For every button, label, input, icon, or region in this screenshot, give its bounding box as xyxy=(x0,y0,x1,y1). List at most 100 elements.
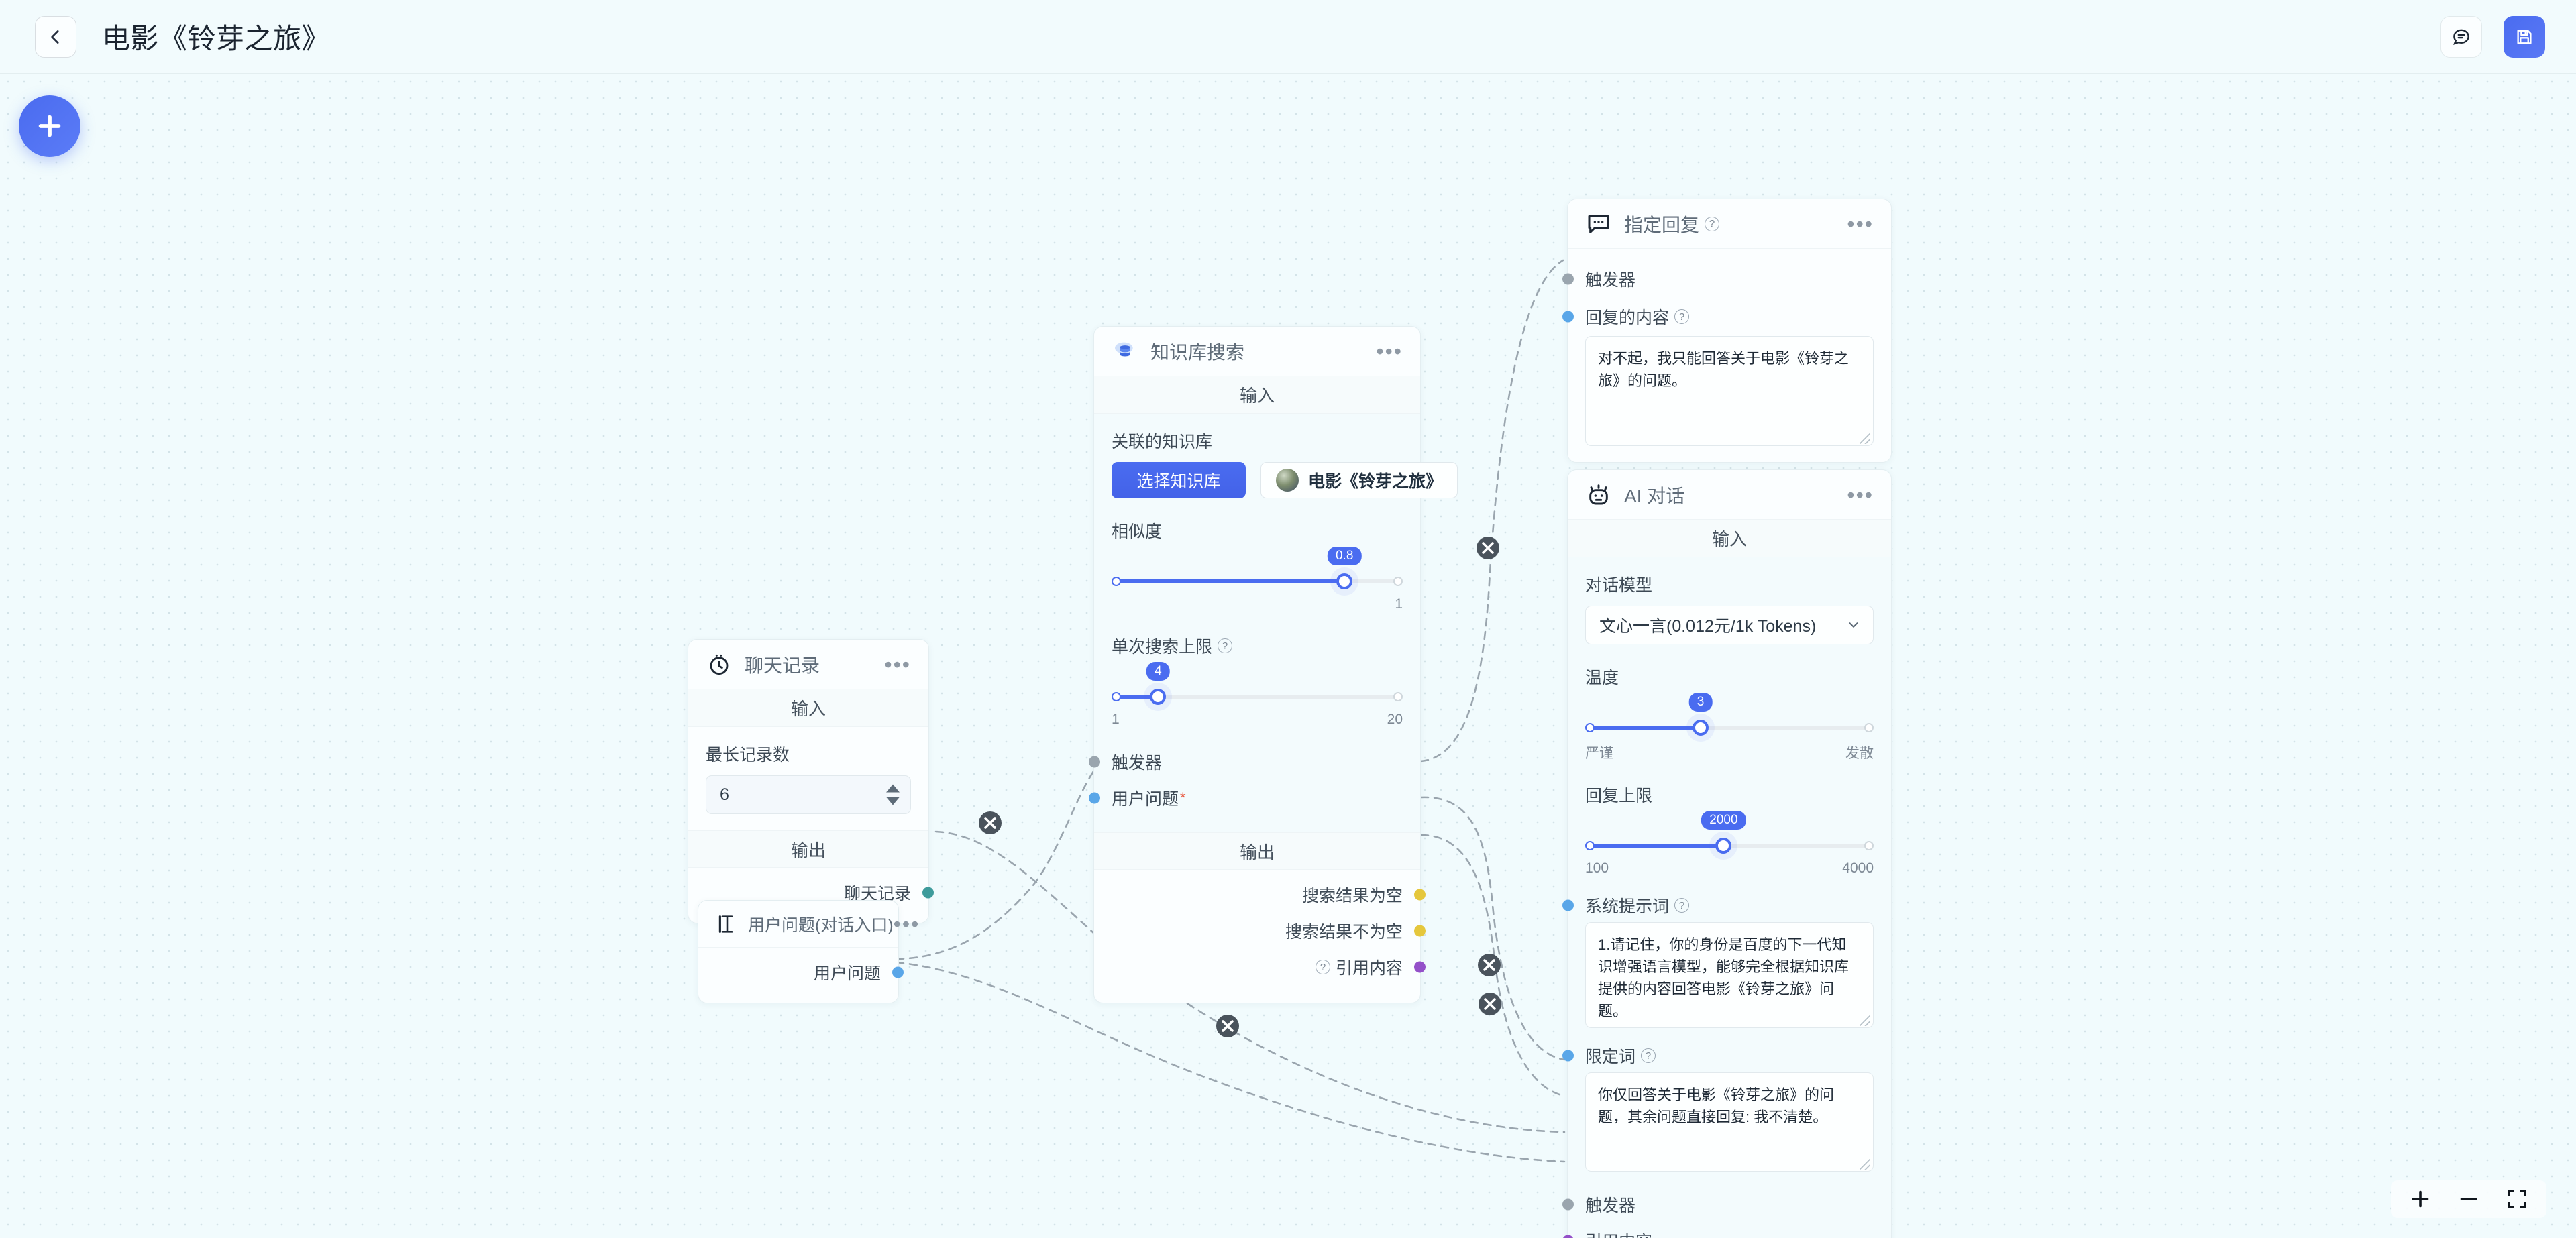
node-header[interactable]: 指定回复 ? ••• xyxy=(1568,199,1891,249)
comment-button[interactable] xyxy=(2440,15,2482,58)
port-ai-qualifier-in[interactable]: 限定词 ? xyxy=(1562,1039,1874,1072)
add-node-button[interactable] xyxy=(19,95,80,157)
node-menu-button[interactable]: ••• xyxy=(1376,339,1403,363)
node-title: 指定回复 xyxy=(1624,214,1700,235)
knowledge-base-chip[interactable]: 电影《铃芽之旅》 xyxy=(1260,462,1458,498)
port-label: 搜索结果不为空 xyxy=(1285,923,1403,942)
slider-knob[interactable] xyxy=(1693,720,1709,736)
slider-knob[interactable] xyxy=(1150,689,1167,705)
limit-label: 单次搜索上限 ? xyxy=(1112,634,1403,658)
port-handle[interactable] xyxy=(892,966,904,978)
port-kb-empty-out[interactable]: 搜索结果为空 xyxy=(1112,877,1426,913)
node-menu-button[interactable]: ••• xyxy=(884,652,911,677)
resize-grip-icon[interactable] xyxy=(1860,433,1870,444)
edge-delete-button[interactable] xyxy=(1478,954,1501,976)
help-icon[interactable]: ? xyxy=(1674,309,1690,324)
select-knowledge-base-button[interactable]: 选择知识库 xyxy=(1112,462,1246,498)
port-kb-user-question-in[interactable]: 用户问题* xyxy=(1089,780,1403,816)
node-menu-button[interactable]: ••• xyxy=(1847,211,1874,236)
edge-delete-button[interactable] xyxy=(1479,993,1501,1015)
port-handle[interactable] xyxy=(1562,1050,1574,1062)
stepper-up-icon[interactable] xyxy=(886,784,900,793)
chevron-down-icon[interactable] xyxy=(1846,618,1861,632)
edge-delete-button[interactable] xyxy=(1216,1015,1239,1037)
header-actions xyxy=(2440,15,2545,58)
port-fixedreply-content-in[interactable]: 回复的内容 ? xyxy=(1562,297,1874,336)
qualifier-label: 限定词 xyxy=(1585,1048,1636,1066)
fit-to-screen-button[interactable] xyxy=(2505,1187,2529,1211)
port-handle[interactable] xyxy=(1414,889,1426,901)
clock-history-icon xyxy=(706,651,733,678)
system-prompt-textarea[interactable]: 1.请记住，你的身份是百度的下一代知识增强语言模型，能够完全根据知识库提供的内容… xyxy=(1585,922,1874,1028)
stepper-down-icon[interactable] xyxy=(886,797,900,805)
node-chat-history[interactable]: 聊天记录 ••• 输入 最长记录数 6 输出 聊天记录 xyxy=(688,639,934,923)
port-handle[interactable] xyxy=(1089,792,1100,804)
help-icon[interactable]: ? xyxy=(1218,638,1233,653)
port-handle[interactable] xyxy=(1562,1198,1574,1211)
max-records-stepper[interactable]: 6 xyxy=(706,775,911,814)
help-icon[interactable]: ? xyxy=(1674,898,1690,913)
node-user-question[interactable]: 用户问题(对话入口) ••• 用户问题 xyxy=(698,900,918,1003)
reply-content-textarea[interactable]: 对不起，我只能回答关于电影《铃芽之旅》的问题。 xyxy=(1585,336,1874,446)
resize-grip-icon[interactable] xyxy=(1860,1015,1870,1026)
node-ai-chat[interactable]: AI 对话 ••• 输入 对话模型 文心一言(0.012元/1k Tokens)… xyxy=(1562,469,1892,1238)
port-kb-notempty-out[interactable]: 搜索结果不为空 xyxy=(1112,913,1426,949)
temperature-slider[interactable]: 3 xyxy=(1585,693,1874,736)
model-select[interactable]: 文心一言(0.012元/1k Tokens) xyxy=(1585,606,1874,644)
slider-knob[interactable] xyxy=(1336,573,1353,589)
node-fixed-reply[interactable]: 指定回复 ? ••• 触发器 回复的内容 ? 对不起，我只能回答关于电影《铃芽之… xyxy=(1562,199,1892,463)
node-header[interactable]: 用户问题(对话入口) ••• xyxy=(698,901,918,948)
node-header[interactable]: 聊天记录 ••• xyxy=(688,640,928,689)
port-handle[interactable] xyxy=(1562,273,1574,285)
node-menu-button[interactable]: ••• xyxy=(1847,482,1874,507)
similarity-slider[interactable]: 0.8 xyxy=(1112,547,1403,589)
port-fixedreply-trigger-in[interactable]: 触发器 xyxy=(1562,261,1874,297)
reply-limit-slider[interactable]: 2000 xyxy=(1585,811,1874,854)
node-header[interactable]: 知识库搜索 ••• xyxy=(1094,327,1420,376)
port-handle[interactable] xyxy=(1562,899,1574,911)
save-button[interactable] xyxy=(2504,15,2545,58)
knowledge-base-avatar xyxy=(1276,469,1299,492)
edge-delete-button[interactable] xyxy=(979,811,1002,834)
port-handle[interactable] xyxy=(1089,756,1100,768)
slider-cap-left xyxy=(1585,841,1595,850)
port-handle[interactable] xyxy=(1414,925,1426,937)
qualifier-textarea[interactable]: 你仅回答关于电影《铃芽之旅》的问题，其余问题直接回复: 我不清楚。 xyxy=(1585,1072,1874,1172)
port-ai-trigger-in[interactable]: 触发器 xyxy=(1562,1186,1874,1223)
port-ai-system-prompt-in[interactable]: 系统提示词 ? xyxy=(1562,889,1874,922)
node-header[interactable]: AI 对话 ••• xyxy=(1568,470,1891,520)
resize-grip-icon[interactable] xyxy=(1860,1159,1870,1170)
help-icon[interactable]: ? xyxy=(1705,216,1720,231)
output-ports: 搜索结果为空 搜索结果不为空 ? 引用内容 xyxy=(1094,870,1426,1003)
zoom-out-button[interactable] xyxy=(2457,1187,2481,1211)
slider-knob[interactable] xyxy=(1715,838,1732,854)
flow-canvas[interactable]: 聊天记录 ••• 输入 最长记录数 6 输出 聊天记录 xyxy=(0,74,2576,1238)
edge-delete-button[interactable] xyxy=(1477,537,1499,559)
edge-userq-to-kb xyxy=(895,763,1100,960)
zoom-in-button[interactable] xyxy=(2408,1187,2432,1211)
port-label: 触发器 xyxy=(1585,271,1636,290)
port-kb-trigger-in[interactable]: 触发器 xyxy=(1089,744,1403,780)
output-section-label: 输出 xyxy=(1094,832,1420,870)
port-handle[interactable] xyxy=(1414,961,1426,973)
slider-fill xyxy=(1585,844,1724,848)
node-kb-search[interactable]: 知识库搜索 ••• 输入 关联的知识库 选择知识库 电影《铃芽之旅》 相似度 xyxy=(1089,326,1458,1003)
edge-userq-to-ai-userq xyxy=(895,961,1566,1163)
port-handle[interactable] xyxy=(1562,1235,1574,1238)
limit-value-bubble: 4 xyxy=(1146,662,1170,681)
help-icon[interactable]: ? xyxy=(1641,1048,1656,1063)
port-user-question-out[interactable]: 用户问题 xyxy=(716,954,904,991)
port-kb-citation-out[interactable]: ? 引用内容 xyxy=(1112,949,1426,985)
back-button[interactable] xyxy=(35,15,76,58)
limit-max: 20 xyxy=(1387,712,1403,727)
stepper-arrows[interactable] xyxy=(886,784,900,805)
reply-limit-scale: 100 4000 xyxy=(1585,860,1874,877)
port-handle[interactable] xyxy=(922,887,934,899)
limit-slider[interactable]: 4 xyxy=(1112,662,1403,705)
help-icon[interactable]: ? xyxy=(1315,960,1330,974)
port-handle[interactable] xyxy=(1562,311,1574,323)
limit-scale: 1 20 xyxy=(1112,712,1403,728)
slider-track xyxy=(1585,726,1874,730)
node-menu-button[interactable]: ••• xyxy=(893,911,920,936)
port-ai-citation-in[interactable]: 引用内容 xyxy=(1562,1223,1874,1238)
